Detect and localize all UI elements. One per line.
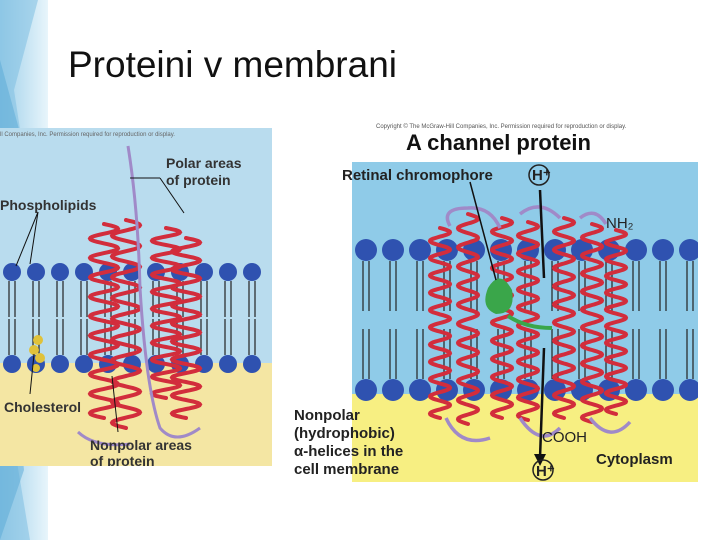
label-cooh: COOH [542, 429, 587, 446]
leader-line [29, 211, 39, 265]
label-nh2: NH₂ [606, 215, 634, 232]
alpha-helix [149, 226, 183, 400]
label-polar-areas-2: of protein [166, 172, 231, 188]
lipid-head [3, 355, 21, 373]
lipid-head [409, 239, 431, 261]
channel-protein-diagram: Copyright © The McGraw-Hill Companies, I… [290, 118, 698, 484]
label-h-plus-top: H⁺ [532, 167, 551, 184]
leader-line [111, 375, 119, 433]
label-nonpolar-1: Nonpolar [294, 407, 360, 424]
leader-line [15, 211, 39, 267]
leader-line [29, 353, 35, 395]
alpha-helix [427, 226, 453, 420]
retinal-chromophore [485, 278, 513, 314]
protein-loop [126, 145, 201, 439]
right-copyright: Copyright © The McGraw-Hill Companies, I… [376, 123, 627, 130]
label-phospholipids: Phospholipids [0, 197, 97, 213]
alpha-helix [455, 212, 481, 426]
label-polar-areas: Polar areas [166, 155, 242, 171]
proton-path-arrow [538, 189, 546, 279]
alpha-helix [579, 222, 605, 424]
label-nonpolar-4: cell membrane [294, 461, 399, 478]
channel-helices [427, 212, 629, 426]
right-cytoplasm-region [352, 394, 698, 482]
alpha-helix [489, 216, 515, 420]
protein-helices [87, 218, 203, 430]
lipid-head [679, 379, 698, 401]
alpha-helix [109, 218, 143, 430]
lipid-head [409, 379, 431, 401]
lipid-head [355, 379, 377, 401]
proton-path-arrow [538, 347, 546, 459]
lipid-head [544, 379, 566, 401]
alpha-helix [515, 220, 541, 422]
lipid-head [625, 379, 647, 401]
lipid-head [219, 355, 237, 373]
membrane-protein-diagram: ll Companies, Inc. Permission required f… [0, 128, 272, 466]
slide-title: Proteini v membrani [68, 44, 398, 85]
retinal-tail [506, 314, 553, 330]
label-nonpolar-3: α-helices in the [294, 443, 403, 460]
lipid-head [27, 263, 45, 281]
leader-line [469, 181, 497, 281]
lipid-head [571, 239, 593, 261]
lipid-head [219, 263, 237, 281]
label-cytoplasm: Cytoplasm [596, 451, 673, 468]
lipid-head [51, 263, 69, 281]
alpha-helix [603, 228, 629, 416]
lipid-head [679, 239, 698, 261]
h-plus-circle [528, 164, 550, 186]
lipid-head [382, 239, 404, 261]
lipid-head [243, 355, 261, 373]
label-nonpolar-areas-2: of protein [90, 453, 155, 466]
right-figure-title: A channel protein [406, 130, 591, 155]
lipid-head [382, 379, 404, 401]
protein-loop-bottom [76, 430, 131, 447]
alpha-helix [169, 236, 203, 420]
label-retinal-chromophore: Retinal chromophore [342, 167, 493, 184]
cholesterol-molecule [29, 335, 45, 372]
left-copyright: ll Companies, Inc. Permission required f… [0, 132, 175, 138]
lipid-head [51, 355, 69, 373]
lipid-head [75, 355, 93, 373]
lipid-head [652, 239, 674, 261]
label-nonpolar-2: (hydrophobic) [294, 425, 395, 442]
label-h-plus-bottom: H⁺ [536, 463, 555, 480]
lipid-head [355, 239, 377, 261]
label-cholesterol: Cholesterol [4, 399, 81, 415]
lipid-head [625, 239, 647, 261]
lipid-head [3, 263, 21, 281]
alpha-helix [551, 216, 577, 420]
h-plus-circle [532, 459, 554, 481]
lipid-head [652, 379, 674, 401]
lipid-head [243, 263, 261, 281]
label-nonpolar-areas: Nonpolar areas [90, 437, 192, 453]
leader-line [159, 177, 185, 214]
